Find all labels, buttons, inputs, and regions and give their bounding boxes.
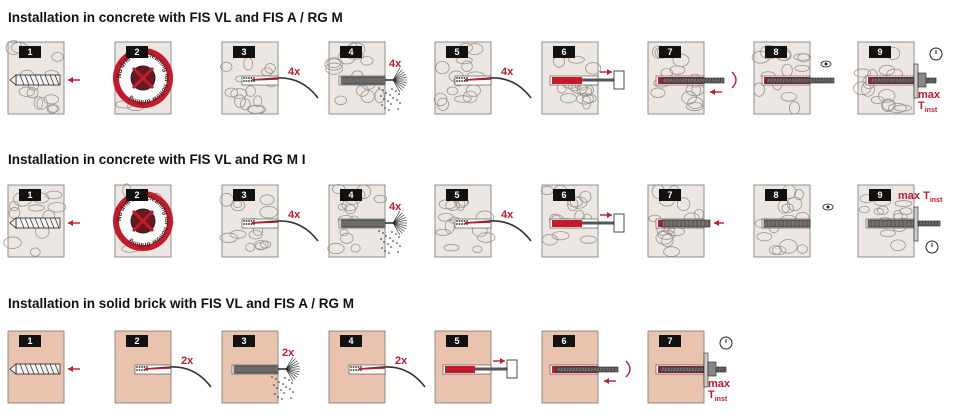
repeat-count: 4x	[501, 209, 514, 221]
repeat-count: 2x	[181, 355, 194, 367]
torque-symbol: T	[918, 100, 925, 112]
step-no-clean: No drill hole cleaning for hollow drilli…	[113, 183, 219, 265]
step-brush: 4 4x	[327, 183, 433, 265]
step-blow: 2 2x	[114, 330, 219, 411]
step-number: 7	[659, 335, 681, 347]
step-number: 4	[340, 46, 362, 58]
step-illustration	[853, 41, 943, 115]
step-number: 2	[126, 46, 148, 58]
repeat-count: 2x	[282, 347, 295, 359]
step-number: 6	[553, 46, 575, 58]
step-number: 5	[446, 46, 468, 58]
step-number: 9	[869, 189, 891, 201]
torque-max-text: max	[708, 378, 731, 390]
step-drill: 1	[5, 40, 112, 122]
step-number: 5	[446, 189, 468, 201]
step-check-rod: 8	[751, 41, 858, 122]
step-row: 1 No drill hole cleaning for hollow drill…	[0, 40, 966, 122]
step-check-sleeve: 8	[753, 184, 858, 265]
repeat-count: 4x	[501, 66, 514, 78]
step-number: 1	[19, 335, 41, 347]
repeat-count: 4x	[389, 201, 402, 213]
step-inject: 6	[540, 184, 646, 265]
step-number: 6	[553, 189, 575, 201]
step-number: 9	[869, 46, 891, 58]
step-number: 2	[126, 335, 148, 347]
step-blow: 3 4x	[219, 184, 326, 265]
step-insert-rod: 6	[541, 330, 646, 411]
step-illustration	[5, 40, 80, 115]
step-illustration	[114, 330, 212, 404]
section-title: Installation in solid brick with FIS VL …	[8, 296, 355, 311]
step-number: 6	[553, 335, 575, 347]
step-blow: 5 4x	[434, 184, 539, 265]
torque-max-text: max	[918, 89, 941, 101]
step-number: 8	[765, 46, 787, 58]
torque-subscript: inst	[714, 396, 728, 404]
max-torque-label: max Tinst	[898, 191, 942, 206]
step-number: 8	[765, 189, 787, 201]
step-number: 2	[126, 189, 148, 201]
step-brush: 3 2x	[221, 330, 326, 411]
section-title: Installation in concrete with FIS VL and…	[8, 152, 306, 167]
step-blow: 4 2x	[328, 330, 433, 411]
torque-symbol: T	[708, 389, 715, 401]
torque-max-text: max	[898, 190, 921, 202]
repeat-count: 2x	[395, 355, 408, 367]
step-insert-rod: 7	[647, 41, 752, 122]
step-illustration	[221, 330, 300, 404]
step-no-clean: No drill hole cleaning for hollow drilli…	[113, 41, 219, 122]
step-number: 4	[340, 189, 362, 201]
step-illustration	[324, 41, 407, 115]
step-number: 7	[659, 46, 681, 58]
step-row: 1 No drill hole cleaning for hollow drill…	[0, 183, 966, 265]
step-number: 7	[659, 189, 681, 201]
step-blow: 3 4x	[220, 41, 326, 122]
repeat-count: 4x	[288, 66, 301, 78]
torque-subscript: inst	[924, 107, 938, 115]
section-title: Installation in concrete with FIS VL and…	[8, 10, 343, 25]
step-illustration	[433, 41, 532, 115]
step-illustration: No drill hole cleaning for hollow drilli…	[113, 41, 173, 115]
step-number: 3	[233, 335, 255, 347]
step-number: 5	[446, 335, 468, 347]
step-inject: 6	[541, 41, 646, 122]
step-torque-sleeve: 9 max Tinst	[857, 184, 962, 265]
step-inject: 5	[434, 330, 539, 411]
torque-subscript: inst	[929, 197, 943, 205]
repeat-count: 4x	[389, 58, 402, 70]
step-number: 3	[233, 46, 255, 58]
step-drill: 1	[3, 184, 112, 265]
step-number: 3	[233, 189, 255, 201]
step-number: 1	[19, 46, 41, 58]
step-number: 1	[19, 189, 41, 201]
repeat-count: 4x	[288, 209, 301, 221]
step-drill: 1	[7, 330, 112, 411]
step-illustration	[541, 330, 631, 404]
step-illustration	[220, 41, 319, 115]
torque-symbol: T	[923, 190, 930, 202]
step-blow: 5 4x	[433, 41, 539, 122]
step-insert-sleeve: 7	[647, 184, 752, 265]
step-brush: 4 4x	[324, 41, 433, 122]
step-number: 4	[340, 335, 362, 347]
